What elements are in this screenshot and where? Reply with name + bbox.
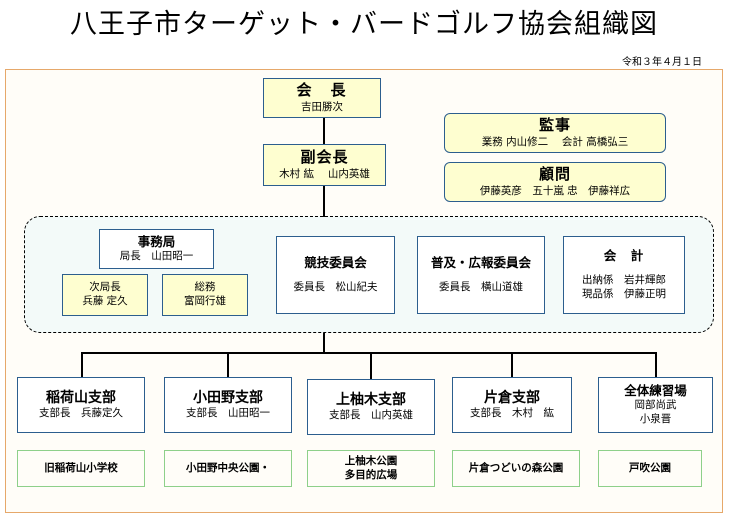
connector-branch-5 (655, 352, 657, 378)
venue-kamiyugi: 上柚木公園 多目的広場 (307, 450, 435, 487)
branch-odano-head: 支部長 山田昭一 (186, 407, 270, 420)
competition-committee-member: 委員長 松山紀夫 (293, 281, 378, 294)
president-title: 会 長 (296, 81, 348, 100)
venue-odano-label: 小田野中央公園・ (186, 461, 270, 474)
connector-branch-1 (81, 352, 83, 378)
advisor-title: 顧問 (538, 165, 571, 184)
page-title: 八王子市ターゲット・バードゴルフ協会組織図 (70, 9, 658, 40)
promotion-committee-member: 委員長 横山道雄 (439, 281, 523, 294)
accounting-line-1: 出納係 岩井輝郎 (582, 274, 666, 287)
general-affairs-title: 総務 (194, 281, 216, 294)
deputy-title: 次局長 (89, 281, 121, 294)
practice-field-member-2: 小泉晋 (639, 413, 672, 426)
connector-branch-3 (370, 352, 372, 380)
accounting-box: 会 計 出納係 岩井輝郎 現品係 伊藤正明 (563, 236, 685, 314)
venue-kamiyugi-line-2: 多目的広場 (344, 468, 398, 481)
connector-vice-group (323, 186, 325, 217)
secretariat-head: 局長 山田昭一 (119, 250, 194, 263)
branch-katakura-title: 片倉支部 (484, 390, 540, 407)
branch-katakura-box: 片倉支部 支部長 木村 紘 (452, 377, 572, 433)
general-affairs-name: 富岡行雄 (184, 295, 226, 307)
venue-tobuki-label: 戸吹公園 (629, 461, 671, 474)
venue-kamiyugi-line-1: 上柚木公園 (344, 454, 398, 467)
president-name: 吉田勝次 (301, 100, 343, 113)
venue-katakura: 片倉つどいの森公園 (452, 450, 580, 487)
connector-branch-bar (81, 352, 657, 354)
branch-kamiyugi-title: 上柚木支部 (336, 392, 406, 409)
competition-committee-box: 競技委員会 委員長 松山紀夫 (276, 236, 395, 314)
connector-president-vice (323, 118, 325, 144)
auditor-box: 監事 業務 内山修二 会計 高橋弘三 (444, 113, 666, 153)
secretariat-box: 事務局 局長 山田昭一 (99, 229, 214, 269)
branch-kamiyugi-box: 上柚木支部 支部長 山内英雄 (307, 379, 435, 435)
deputy-box: 次局長 兵藤 定久 (62, 274, 148, 316)
branch-katakura-head: 支部長 木村 紘 (470, 407, 554, 420)
branch-inariyama-title: 稲荷山支部 (46, 390, 116, 407)
president-box: 会 長 吉田勝次 (263, 78, 381, 118)
branch-inariyama-head: 支部長 兵藤定久 (39, 407, 123, 420)
practice-field-title: 全体練習場 (624, 383, 687, 399)
accounting-line-2: 現品係 伊藤正明 (582, 288, 666, 301)
secretariat-title: 事務局 (137, 234, 176, 250)
deputy-name: 兵藤 定久 (82, 295, 128, 307)
competition-committee-title: 競技委員会 (304, 255, 367, 271)
vice-president-title: 副会長 (300, 148, 349, 167)
auditor-title: 監事 (538, 116, 571, 135)
venue-inariyama: 旧稲荷山小学校 (17, 450, 145, 487)
general-affairs-box: 総務 富岡行雄 (162, 274, 248, 316)
branch-kamiyugi-head: 支部長 山内英雄 (329, 409, 413, 422)
branch-inariyama-box: 稲荷山支部 支部長 兵藤定久 (17, 377, 145, 433)
date-label: 令和３年４月１日 (622, 57, 702, 68)
promotion-committee-box: 普及・広報委員会 委員長 横山道雄 (417, 236, 545, 314)
auditor-names: 業務 内山修二 会計 高橋弘三 (481, 135, 629, 148)
accounting-title: 会 計 (603, 248, 645, 264)
practice-field-member-1: 岡部尚武 (634, 399, 677, 412)
venue-katakura-label: 片倉つどいの森公園 (468, 461, 564, 474)
branch-odano-title: 小田野支部 (193, 390, 263, 407)
connector-group-branches (323, 333, 325, 353)
vice-president-box: 副会長 木村 紘 山内英雄 (263, 144, 386, 186)
practice-field-box: 全体練習場 岡部尚武 小泉晋 (598, 377, 713, 433)
connector-branch-2 (227, 352, 229, 378)
promotion-committee-title: 普及・広報委員会 (430, 255, 531, 271)
branch-odano-box: 小田野支部 支部長 山田昭一 (164, 377, 292, 433)
advisor-names: 伊藤英彦 五十嵐 忠 伊藤祥広 (479, 184, 631, 197)
venue-odano: 小田野中央公園・ (164, 450, 292, 487)
advisor-box: 顧問 伊藤英彦 五十嵐 忠 伊藤祥広 (444, 162, 666, 202)
venue-tobuki: 戸吹公園 (598, 450, 702, 487)
connector-branch-4 (511, 352, 513, 378)
venue-inariyama-label: 旧稲荷山小学校 (44, 461, 118, 474)
vice-president-names: 木村 紘 山内英雄 (279, 167, 370, 180)
